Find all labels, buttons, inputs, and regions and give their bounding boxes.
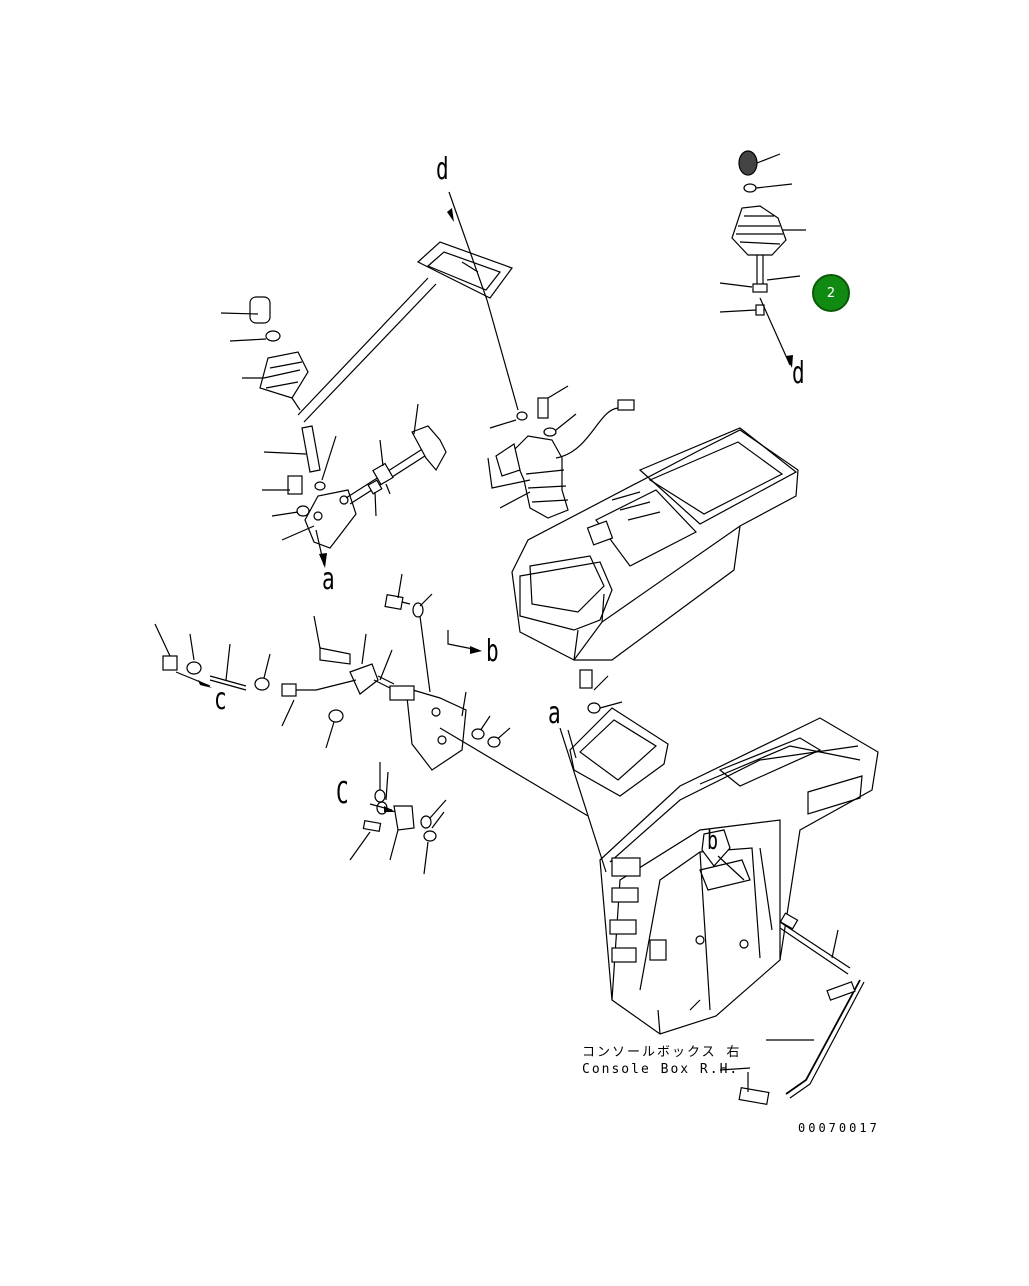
top-plate bbox=[416, 241, 513, 299]
caption-japanese: コンソールボックス 右 bbox=[582, 1045, 742, 1060]
upper-linkage bbox=[220, 191, 519, 568]
ref-letter-b-box: b bbox=[707, 826, 718, 856]
ref-letter-a-right: a bbox=[548, 696, 561, 731]
pin-right bbox=[755, 304, 765, 316]
caption-english: Console Box R.H. bbox=[582, 1062, 740, 1077]
document-number: 00070017 bbox=[798, 1121, 880, 1135]
boot-left bbox=[259, 351, 309, 399]
clevis bbox=[349, 663, 379, 695]
console-box-upper bbox=[511, 427, 799, 661]
middle-shaft-assembly bbox=[154, 573, 589, 817]
ref-letter-d-top: d bbox=[436, 152, 449, 187]
ref-letter-c-top: c bbox=[214, 682, 227, 717]
b-tag bbox=[701, 829, 731, 867]
console-box-lower bbox=[559, 669, 879, 1106]
ref-letter-d-right: d bbox=[792, 356, 805, 391]
actuator-motor bbox=[487, 385, 635, 519]
bracket-plate bbox=[405, 687, 467, 771]
ref-letter-a-left: a bbox=[322, 562, 335, 597]
lower-c-assembly bbox=[349, 762, 447, 875]
callout-badge[interactable]: 2 bbox=[812, 274, 850, 312]
ref-letter-b-mid: b bbox=[486, 634, 499, 669]
bolt-top bbox=[537, 397, 549, 419]
boot-right bbox=[731, 205, 787, 256]
knob-left bbox=[249, 296, 271, 324]
ref-letter-c-bottom: C bbox=[336, 776, 349, 811]
washer-left bbox=[265, 330, 281, 342]
washer-right bbox=[743, 183, 757, 193]
right-lever-assembly bbox=[719, 150, 806, 368]
knob-right bbox=[738, 150, 758, 176]
